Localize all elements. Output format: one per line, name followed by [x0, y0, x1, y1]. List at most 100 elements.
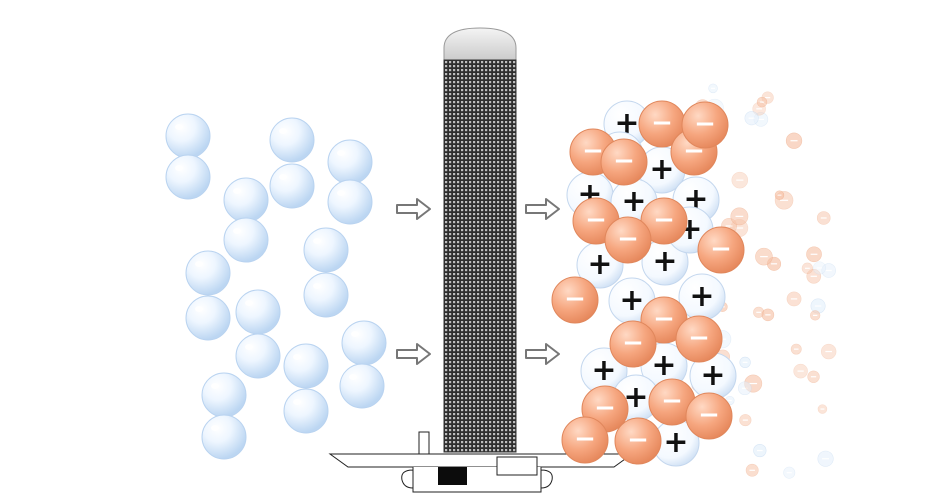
tower-base-plate	[328, 453, 634, 468]
positive-ion: +	[641, 238, 689, 286]
faint-negative-ion	[755, 247, 773, 266]
negative-sign: −	[651, 108, 673, 138]
neutral-molecule	[303, 227, 349, 273]
faint-negative-ion	[820, 343, 837, 360]
negative-ion: −	[551, 276, 599, 324]
faint-positive-ion	[812, 261, 826, 275]
negative-sign: −	[653, 304, 675, 334]
faint-negative-ion	[786, 291, 802, 307]
flow-arrows	[396, 198, 560, 365]
charged-ion-cluster: ++++++++++++++++−−−−−−−−−−−−−−−−−−	[551, 100, 745, 467]
negative-sign: −	[564, 284, 586, 314]
negative-sign: −	[661, 386, 683, 416]
negative-sign: −	[688, 323, 710, 353]
negative-sign: −	[694, 109, 716, 139]
positive-sign: +	[651, 348, 676, 383]
faint-negative-ion	[806, 246, 822, 263]
faint-positive-ion	[739, 356, 751, 368]
negative-ion: −	[609, 320, 657, 368]
negative-ion: −	[648, 378, 696, 426]
negative-ion: −	[614, 417, 662, 465]
faint-positive-ion	[737, 381, 752, 396]
negative-sign: −	[585, 205, 607, 235]
faint-positive-ion	[821, 263, 836, 278]
positive-sign: +	[700, 358, 725, 393]
flow-arrow	[396, 198, 431, 220]
negative-sign: −	[613, 146, 635, 176]
tower-dome	[443, 27, 517, 63]
positive-sign: +	[591, 353, 616, 388]
negative-sign: −	[574, 424, 596, 454]
faint-positive-ion	[708, 83, 718, 94]
positive-sign: +	[619, 283, 644, 318]
faint-negative-ion	[801, 262, 814, 274]
neutral-molecule	[165, 154, 211, 200]
faint-negative-ion	[816, 211, 831, 225]
positive-sign: +	[663, 425, 688, 460]
neutral-molecule	[235, 333, 281, 379]
negative-ion: −	[685, 392, 733, 440]
positive-ion: +	[652, 419, 700, 467]
tower-mesh	[443, 59, 517, 453]
ionizer-tower	[328, 27, 634, 493]
negative-ion: −	[581, 385, 629, 433]
tower-switch	[418, 431, 430, 455]
negative-sign: −	[594, 393, 616, 423]
faint-negative-ion	[745, 463, 759, 477]
faint-negative-ion	[774, 190, 785, 200]
positive-ion: +	[678, 273, 726, 321]
negative-sign: −	[710, 234, 732, 264]
faint-negative-ion	[817, 404, 828, 414]
positive-sign: +	[652, 244, 677, 279]
faint-negative-ion	[730, 207, 749, 226]
negative-ion: −	[600, 138, 648, 186]
negative-sign: −	[653, 205, 675, 235]
neutral-molecule	[283, 343, 329, 389]
negative-ion: −	[697, 226, 745, 274]
faint-positive-ion	[783, 466, 796, 479]
negative-ion: −	[640, 197, 688, 245]
neutral-molecule	[201, 414, 247, 460]
neutral-molecule	[327, 179, 373, 225]
flow-arrow	[525, 343, 560, 365]
negative-sign: −	[627, 425, 649, 455]
neutral-molecule	[341, 320, 387, 366]
neutral-molecule	[223, 217, 269, 263]
faint-negative-ion	[739, 414, 752, 427]
negative-sign: −	[582, 136, 604, 166]
negative-ion: −	[681, 101, 729, 149]
neutral-molecule	[235, 289, 281, 335]
negative-sign: −	[617, 224, 639, 254]
faint-negative-ion	[807, 370, 820, 383]
neutral-molecule	[303, 272, 349, 318]
neutral-molecule	[269, 163, 315, 209]
neutral-molecule	[185, 250, 231, 296]
faint-negative-ion	[731, 171, 749, 189]
neutral-molecule	[339, 363, 385, 409]
negative-ion: −	[675, 315, 723, 363]
negative-ion: −	[604, 216, 652, 264]
negative-sign: −	[698, 400, 720, 430]
faint-positive-ion	[753, 443, 767, 458]
neutral-molecule	[269, 117, 315, 163]
flow-arrow	[396, 343, 431, 365]
neutral-molecule-group	[165, 113, 387, 460]
positive-sign: +	[689, 279, 714, 314]
negative-ion: −	[561, 416, 609, 464]
faint-negative-ion	[761, 308, 775, 322]
neutral-molecule	[201, 372, 247, 418]
neutral-molecule	[283, 388, 329, 434]
neutral-molecule	[327, 139, 373, 185]
faint-negative-ion	[756, 96, 768, 108]
faint-negative-ion	[785, 132, 803, 149]
negative-sign: −	[622, 328, 644, 358]
tower-indicator	[438, 467, 467, 485]
faint-positive-ion	[817, 450, 834, 467]
faint-negative-ion	[793, 363, 808, 379]
faint-positive-ion	[744, 111, 759, 126]
neutral-molecule	[165, 113, 211, 159]
tower-label-panel	[496, 456, 538, 476]
neutral-molecule	[223, 177, 269, 223]
faint-negative-ion	[806, 268, 822, 284]
